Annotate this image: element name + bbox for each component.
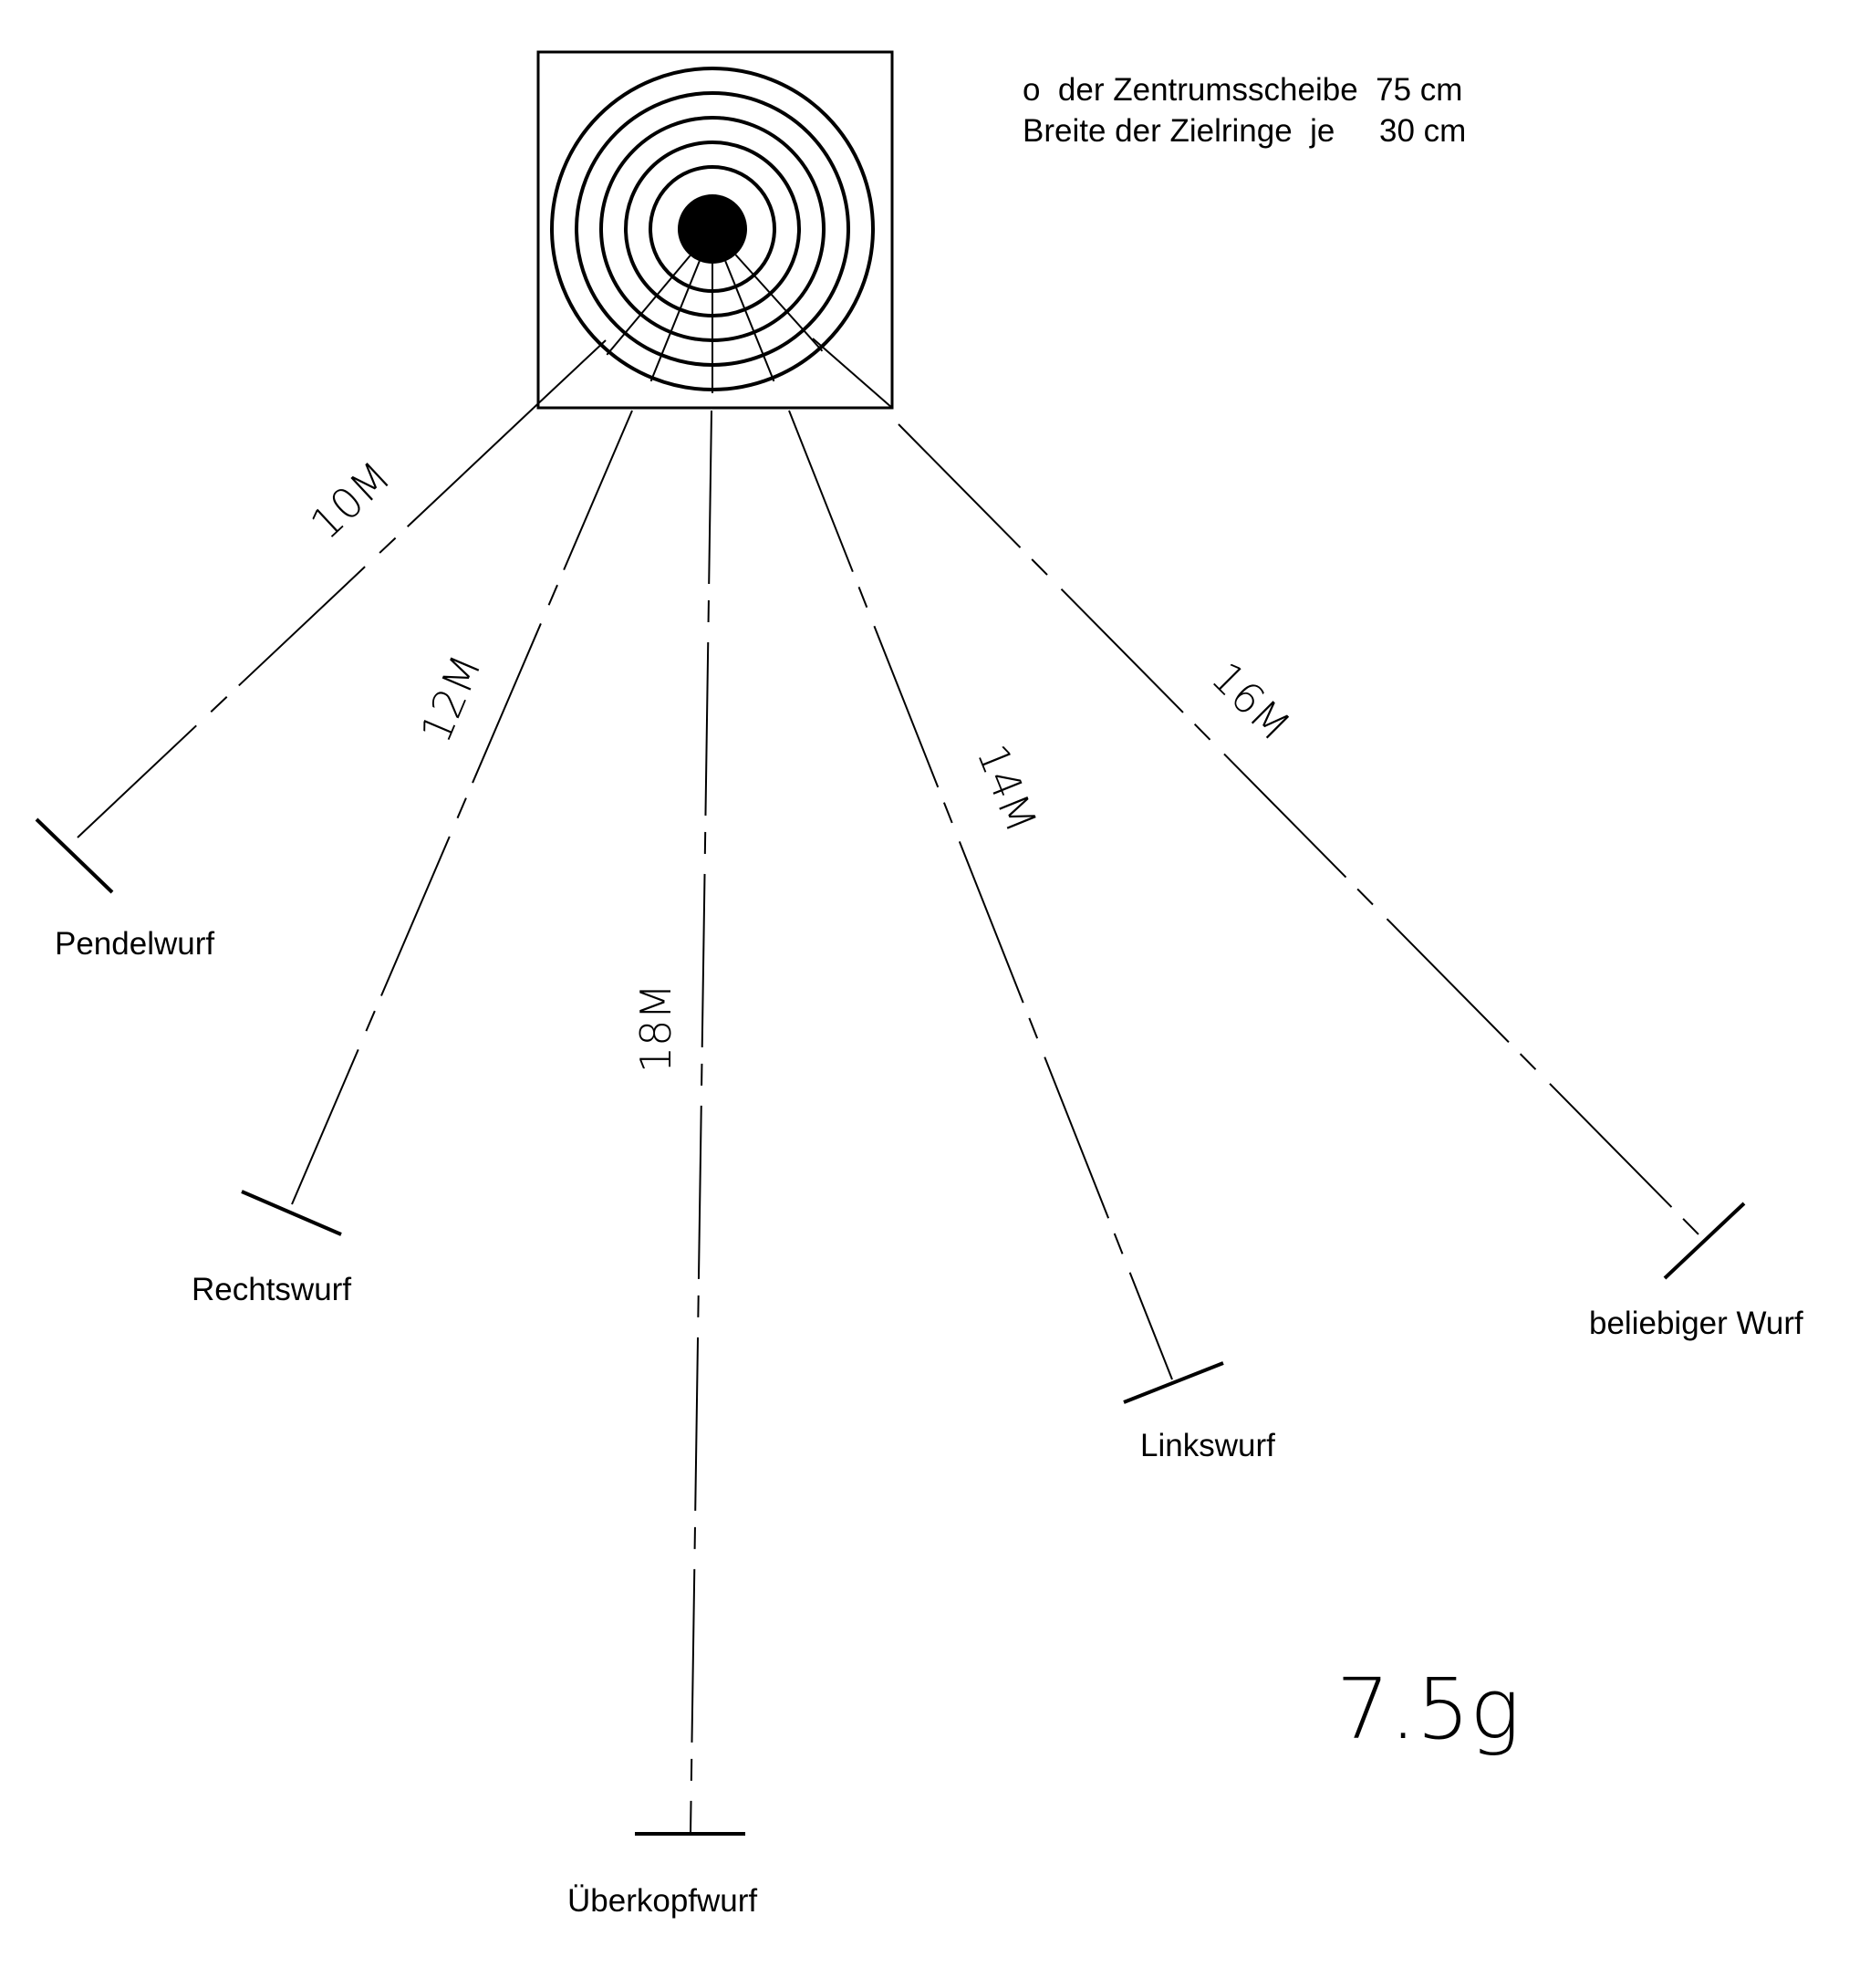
label-beliebiger-wurf: beliebiger Wurf <box>1589 1306 1803 1341</box>
target-bullseye <box>678 194 747 264</box>
stop-bar-rechtswurf <box>241 1190 342 1236</box>
target-spoke <box>606 255 691 356</box>
target-spoke <box>734 254 824 352</box>
label-linkswurf: Linkswurf <box>1140 1428 1275 1463</box>
line-rechtswurf <box>291 410 633 1205</box>
label-ueberkopfwurf: Überkopfwurf <box>567 1883 757 1919</box>
line-ueberkopfwurf <box>690 410 712 1835</box>
label-rechtswurf: Rechtswurf <box>192 1272 351 1307</box>
distance-ueberkopfwurf: 18M <box>631 984 680 1073</box>
target-spoke <box>649 260 701 382</box>
stop-bar-pendelwurf <box>35 817 114 894</box>
label-pendelwurf: Pendelwurf <box>55 926 214 962</box>
stop-bar-linkswurf <box>1123 1361 1224 1404</box>
target-frame <box>536 50 894 410</box>
frame-diagonal-left <box>533 339 607 409</box>
figure-number: 7.5g <box>1336 1660 1521 1758</box>
frame-diagonal-right <box>812 338 893 409</box>
throw-line-beliebiger-wurf <box>898 423 1746 1280</box>
distance-beliebiger-wurf: 16M <box>1201 652 1300 751</box>
throw-line-rechtswurf <box>241 410 633 1236</box>
throw-line-ueberkopfwurf <box>635 410 745 1836</box>
distance-rechtswurf: 12M <box>410 648 491 750</box>
target-spoke <box>724 260 775 382</box>
note-center-diameter: o der Zentrumsscheibe 75 cm <box>1023 72 1462 108</box>
distance-pendelwurf: 10M <box>301 452 400 548</box>
target <box>533 50 894 410</box>
target-spokes <box>606 254 824 393</box>
throw-line-linkswurf <box>788 410 1224 1404</box>
line-beliebiger-wurf <box>898 423 1704 1240</box>
note-ring-width: Breite der Zielringe je 30 cm <box>1023 113 1466 149</box>
line-linkswurf <box>788 410 1173 1380</box>
stop-bar-beliebiger-wurf <box>1663 1202 1746 1280</box>
throw-line-pendelwurf <box>35 407 535 894</box>
line-pendelwurf <box>77 407 535 838</box>
distance-linkswurf: 14M <box>967 737 1046 838</box>
